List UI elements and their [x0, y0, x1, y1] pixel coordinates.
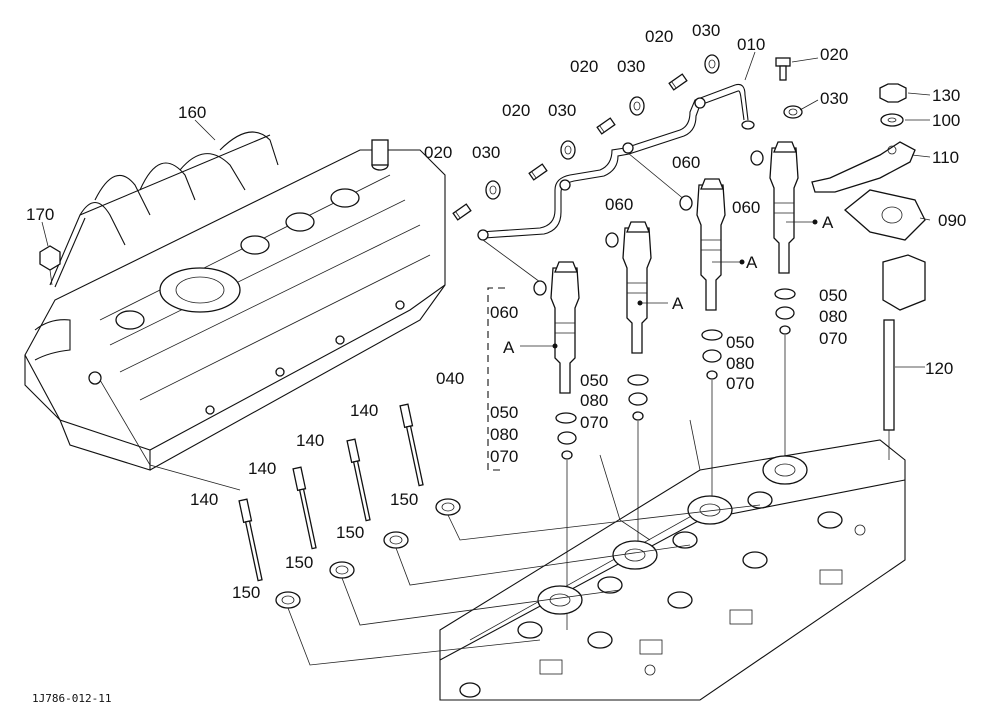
callout-a: A — [672, 294, 684, 313]
wire-harness-part-160 — [49, 131, 279, 288]
callout-140: 140 — [350, 401, 378, 420]
callout-110: 110 — [932, 148, 959, 167]
callout-080: 080 — [726, 354, 754, 373]
callout-070: 070 — [726, 374, 754, 393]
callout-050: 050 — [580, 371, 608, 390]
callout-020: 020 — [820, 45, 848, 64]
cylinder-head-cover — [24, 139, 446, 471]
callout-060: 060 — [672, 153, 700, 172]
washers-part-030 — [485, 54, 803, 200]
gaskets-part-150 — [275, 498, 461, 609]
callout-030: 030 — [820, 89, 848, 108]
callout-080: 080 — [580, 391, 608, 410]
callout-020: 020 — [570, 57, 598, 76]
callout-090: 090 — [938, 211, 966, 230]
callout-160: 160 — [178, 103, 206, 122]
callout-070: 070 — [819, 329, 847, 348]
callout-070: 070 — [580, 413, 608, 432]
callout-150: 150 — [232, 583, 260, 602]
leader-lines — [41, 51, 931, 368]
callout-060: 060 — [490, 303, 518, 322]
callout-150: 150 — [336, 523, 364, 542]
callout-030: 030 — [617, 57, 645, 76]
callout-030: 030 — [472, 143, 500, 162]
stud-part-120 — [882, 254, 926, 460]
callout-130: 130 — [932, 86, 960, 105]
washer-part-100 — [880, 113, 904, 127]
callout-020: 020 — [424, 143, 452, 162]
callout-050: 050 — [490, 403, 518, 422]
callout-070: 070 — [490, 447, 518, 466]
callout-020: 020 — [502, 101, 530, 120]
callout-080: 080 — [490, 425, 518, 444]
callout-050: 050 — [819, 286, 847, 305]
callout-080: 080 — [819, 307, 847, 326]
clamp-part-110 — [811, 141, 916, 193]
callout-060: 060 — [605, 195, 633, 214]
cylinder-head — [439, 439, 906, 701]
injection-pipe-part-010 — [477, 83, 755, 283]
callout-020: 020 — [645, 27, 673, 46]
drawing-reference-code: 1J786-012-11 — [32, 692, 111, 705]
callout-040: 040 — [436, 369, 464, 388]
banjo-bolts-part-020 — [452, 57, 791, 221]
callout-a: A — [503, 338, 515, 357]
callout-010: 010 — [737, 35, 765, 54]
nut-part-170 — [39, 245, 61, 286]
callout-a: A — [746, 253, 758, 272]
callout-030: 030 — [548, 101, 576, 120]
callout-labels: 160 170 020 030 020 030 020 030 020 030 … — [26, 21, 966, 602]
injectors-part-040 — [550, 141, 799, 394]
callout-170: 170 — [26, 205, 54, 224]
callout-a: A — [822, 213, 834, 232]
callout-140: 140 — [190, 490, 218, 509]
o-rings-part-060 — [533, 150, 764, 296]
callout-060: 060 — [732, 198, 760, 217]
callout-150: 150 — [390, 490, 418, 509]
bracket-040 — [487, 287, 505, 471]
assembly-trace-lines — [99, 379, 761, 666]
nut-part-130 — [879, 83, 907, 103]
callout-030: 030 — [692, 21, 720, 40]
callout-100: 100 — [932, 111, 960, 130]
callout-050: 050 — [726, 333, 754, 352]
callout-120: 120 — [925, 359, 953, 378]
callout-140: 140 — [296, 431, 324, 450]
callout-140: 140 — [248, 459, 276, 478]
glow-plugs-part-140 — [238, 403, 424, 582]
callout-150: 150 — [285, 553, 313, 572]
clamp-block-part-090 — [843, 189, 926, 241]
